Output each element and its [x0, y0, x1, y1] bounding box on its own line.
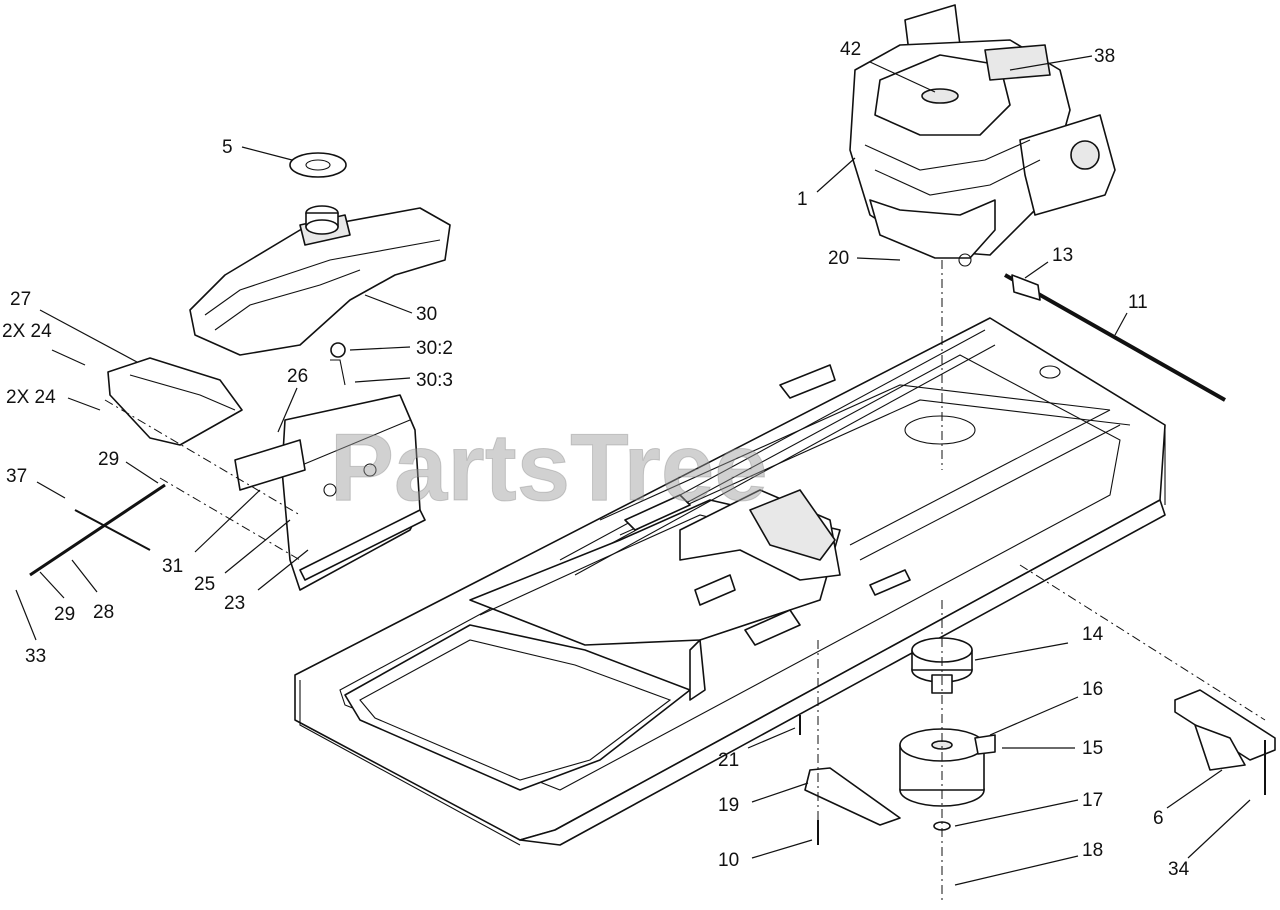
callout-42: 42: [840, 39, 861, 60]
callout-16: 16: [1082, 679, 1103, 700]
callout-37: 37: [6, 466, 27, 487]
fuel-tank: [189, 152, 451, 356]
callout-11: 11: [1128, 292, 1148, 313]
callouts: 42 38 1 5 20 13 11 27 2X 24 30 30:2 30:3…: [2, 39, 1190, 880]
callout-38: 38: [1094, 46, 1115, 67]
callout-30-2: 30:2: [416, 338, 453, 359]
callout-28: 28: [93, 602, 114, 623]
callout-20: 20: [828, 248, 849, 269]
callout-23: 23: [224, 593, 245, 614]
callout-33: 33: [25, 646, 46, 667]
watermark-text: PartsTree: [330, 414, 768, 521]
callout-6: 6: [1153, 808, 1164, 829]
leader-lines: [15, 55, 1251, 886]
callout-29-lower: 29: [54, 604, 75, 625]
tank-bracket: [107, 357, 426, 591]
callout-13: 13: [1052, 245, 1073, 266]
callout-30: 30: [416, 304, 437, 325]
lower-brackets: [799, 689, 1276, 845]
callout-17: 17: [1082, 790, 1103, 811]
callout-2x24-lower: 2X 24: [6, 387, 56, 408]
engine: [849, 4, 1116, 267]
callout-2x24-upper: 2X 24: [2, 321, 52, 342]
callout-18: 18: [1082, 840, 1103, 861]
callout-27: 27: [10, 289, 31, 310]
callout-29-upper: 29: [98, 449, 119, 470]
callout-14: 14: [1082, 624, 1104, 645]
rods-cables: [29, 273, 1226, 577]
callout-5: 5: [222, 137, 233, 158]
callout-19: 19: [718, 795, 739, 816]
callout-1: 1: [797, 189, 808, 210]
callout-25: 25: [194, 574, 215, 595]
callout-10: 10: [718, 850, 739, 871]
callout-15: 15: [1082, 738, 1103, 759]
callout-26: 26: [287, 366, 308, 387]
pulleys: [899, 637, 996, 831]
callout-21: 21: [718, 750, 739, 771]
callout-31: 31: [162, 556, 183, 577]
callout-34: 34: [1168, 859, 1190, 880]
chassis-frame: [294, 317, 1166, 846]
callout-30-3: 30:3: [416, 370, 453, 391]
